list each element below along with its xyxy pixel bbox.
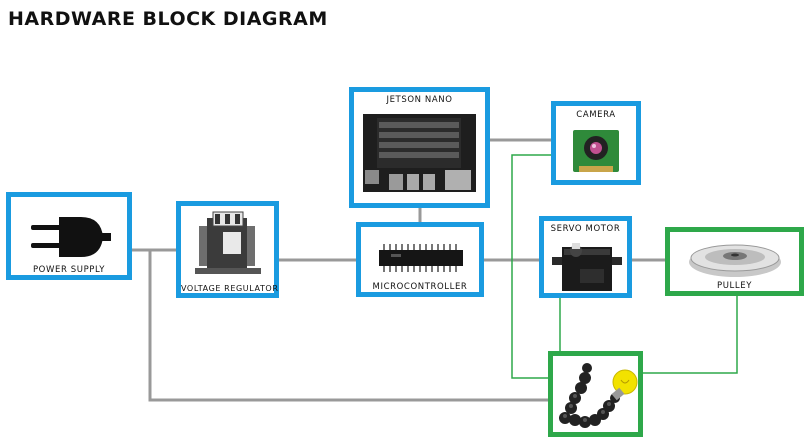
microcontroller-block: MICROCONTROLLER [356,222,484,297]
voltage-regulator-label: VOLTAGE REGULATOR [181,284,279,293]
pulley-wheel-icon [689,244,781,277]
signal-lines [511,154,738,379]
power-lines [132,138,665,402]
wire-camera-to-lamp [511,154,552,379]
voltage-regulator-block: VOLTAGE REGULATOR [176,201,279,298]
wire-power-to-lamp [148,250,552,402]
camera-label: CAMERA [576,110,616,120]
servo-motor-label: SERVO MOTOR [550,224,621,234]
pulley-label: PULLEY [717,281,752,291]
lamp-block [548,351,643,437]
camera-block: CAMERA [551,101,641,185]
ic-chip-icon [379,244,463,272]
flexible-lamp-icon [559,363,638,428]
power-plug-icon [31,217,111,257]
jetson-nano-block: JETSON NANO [349,87,490,208]
jetson-nano-label: JETSON NANO [386,95,453,105]
power-supply-label: POWER SUPPLY [32,265,106,275]
transformer-icon [195,211,261,274]
microcontroller-label: MICROCONTROLLER [372,282,468,292]
power-supply-block: POWER SUPPLY [6,192,132,280]
camera-module-icon [573,130,619,172]
servo-motor-block: SERVO MOTOR [539,216,632,298]
jetson-board-icon [363,114,476,192]
diagram-title: HARDWARE BLOCK DIAGRAM [8,8,328,30]
wire-pulley-to-lamp [643,296,738,374]
servo-icon [552,243,622,291]
pulley-block: PULLEY [665,227,804,296]
